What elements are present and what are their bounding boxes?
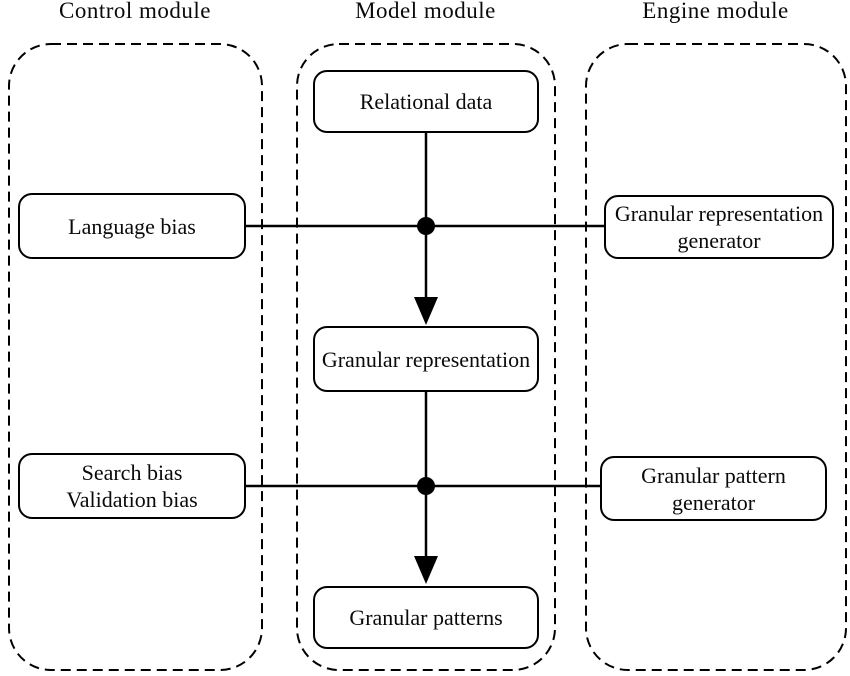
module-title-control: Control module	[58, 0, 212, 23]
arrowhead-down-1	[414, 297, 438, 325]
module-container-control	[8, 43, 263, 671]
node-granular-patterns: Granular patterns	[313, 586, 539, 649]
node-label: Granular patterns	[349, 605, 503, 630]
node-label-line-2: generator	[677, 228, 761, 253]
module-container-model	[296, 43, 556, 671]
junction-dot-2	[417, 477, 435, 495]
node-label-line-1: Granular representation	[614, 201, 824, 226]
node-label: Relational data	[359, 89, 493, 114]
node-label-line-2: generator	[671, 489, 756, 515]
junction-dot-1	[417, 217, 435, 235]
node-relational-data: Relational data	[313, 70, 539, 133]
node-label: Granular representation	[321, 346, 531, 372]
node-label-line-1: Granular pattern	[641, 462, 786, 488]
node-label-line-1: Search bias	[81, 460, 183, 485]
module-title-engine: Engine module	[642, 0, 789, 23]
node-granular-representation-generator: Granular representation generator	[604, 195, 834, 259]
node-granular-pattern-generator: Granular pattern generator	[600, 456, 827, 521]
node-language-bias: Language bias	[18, 193, 246, 259]
module-container-engine	[585, 43, 847, 671]
node-search-validation-bias: Search bias Validation bias	[18, 453, 246, 519]
arrowhead-down-2	[414, 556, 438, 584]
node-label-line-2: Validation bias	[66, 487, 198, 512]
node-granular-representation: Granular representation	[313, 326, 539, 392]
node-label: Language bias	[68, 213, 196, 239]
module-title-model: Model module	[355, 0, 496, 23]
